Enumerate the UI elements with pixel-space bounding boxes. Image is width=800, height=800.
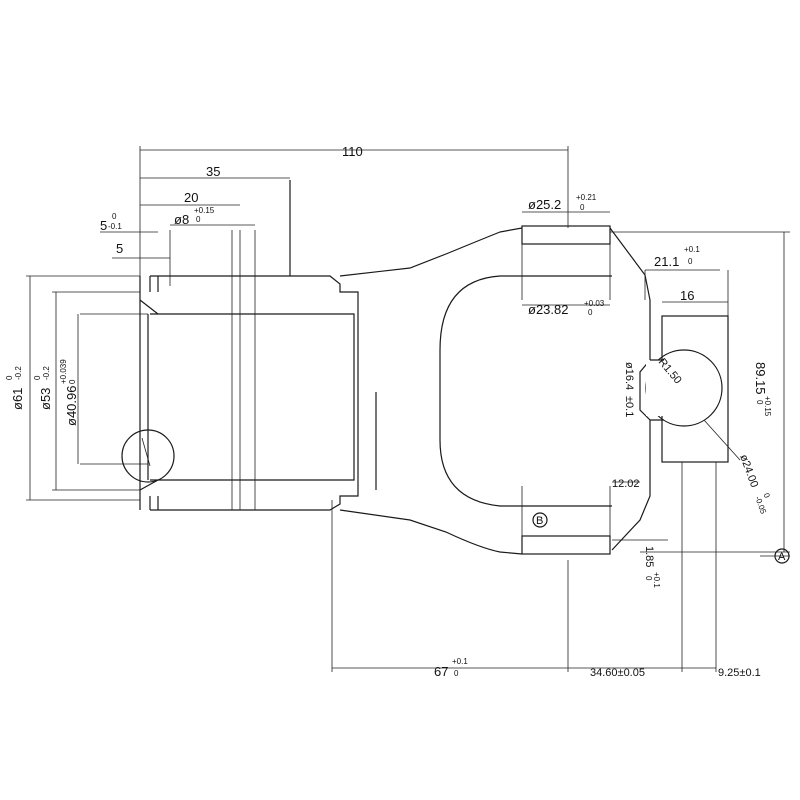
dimension-labels: 110 35 20 ø8 +0.15 0 5 0 -0.1 5 ø61 0 -0… (5, 144, 786, 679)
dim-clip-groove-tol-lower: 0 (644, 576, 653, 581)
dim-ear-bore-inner: ø23.82 (528, 302, 568, 317)
shaft-body (80, 180, 377, 511)
dim-hole-dia-tol-upper: +0.15 (194, 206, 215, 215)
dim-outer-dia-tol-lower: -0.2 (14, 366, 23, 380)
dim-outer-dia: ø61 (10, 388, 25, 410)
dim-ear-thk: 12.02 (612, 478, 640, 490)
dim-35: 35 (206, 164, 220, 179)
dim-base-67-tol-upper: +0.1 (452, 657, 468, 666)
dim-ear-width: 21.1 (654, 254, 679, 269)
dim-ear-bore-top: ø25.2 (528, 197, 561, 212)
datum-a-label: A (778, 551, 786, 563)
dim-base-67: 67 (434, 664, 448, 679)
dim-ear-width-tol-lower: 0 (688, 257, 693, 266)
dim-ear-bore-inner-tol-upper: +0.03 (584, 299, 605, 308)
dim-bore-dia-tol-lower: 0 (68, 379, 77, 384)
dim-base-34: 34.60±0.05 (590, 667, 645, 679)
dim-groove-5: 5 (100, 218, 107, 233)
dim-ear-bore-inner-tol-lower: 0 (588, 308, 593, 317)
datum-b-label: B (536, 515, 543, 527)
dim-mid-dia-tol-upper: 0 (33, 375, 42, 380)
dim-bore-dia: ø40.96 (64, 386, 79, 426)
dimension-lines (26, 146, 790, 672)
dim-mid-dia: ø53 (38, 388, 53, 410)
dim-base-67-tol-lower: 0 (454, 669, 459, 678)
dim-ear-16: 16 (680, 288, 694, 303)
dim-ball-dia-tol-upper: 0 (762, 492, 772, 500)
dim-ear-bore-top-tol-lower: 0 (580, 203, 585, 212)
dim-yoke-span-tol-lower: 0 (755, 400, 764, 405)
dim-hole-dia: ø8 (174, 212, 189, 227)
dim-mid-dia-tol-lower: -0.2 (42, 366, 51, 380)
dim-groove-5-tol-lower: -0.1 (108, 222, 122, 231)
dim-groove-5-tol-upper: 0 (112, 212, 117, 221)
dim-outer-dia-tol-upper: 0 (5, 375, 14, 380)
dim-ball-dia: ø24.00 (737, 453, 760, 489)
dim-yoke-span-tol-upper: +0.15 (763, 396, 772, 417)
dim-ear-bore-top-tol-upper: +0.21 (576, 193, 597, 202)
dim-110: 110 (342, 144, 363, 159)
dim-bore-dia-tol-upper: +0.039 (59, 359, 68, 384)
dim-groove-5b: 5 (116, 241, 123, 256)
yoke-body: B (339, 225, 729, 555)
dim-base-925: 9.25±0.1 (718, 667, 761, 679)
dim-cross-hole-dia: ø16.4 (623, 362, 635, 390)
dim-ear-width-tol-upper: +0.1 (684, 245, 700, 254)
dim-yoke-span: 89.15 (753, 362, 768, 395)
dim-20: 20 (184, 190, 198, 205)
dim-hole-dia-tol-lower: 0 (196, 215, 201, 224)
dim-clip-groove-tol-upper: +0.1 (652, 572, 661, 588)
dim-clip-groove: 1.85 (643, 546, 655, 567)
dim-cross-hole-dia-tol: ±0.1 (623, 396, 635, 417)
